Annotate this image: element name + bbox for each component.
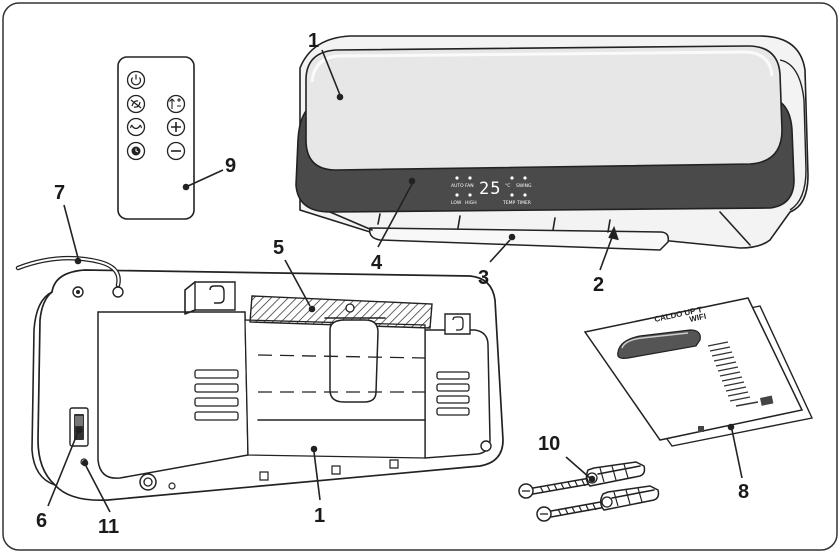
wall-bracket-hatched bbox=[249, 295, 433, 329]
callout-7: 7 bbox=[54, 182, 65, 204]
power-icon bbox=[126, 70, 146, 90]
swing-icon bbox=[126, 117, 146, 137]
mode-auto-label: AUTO bbox=[451, 183, 464, 189]
leader-lines bbox=[47, 49, 743, 513]
back-right-panel bbox=[424, 329, 491, 459]
heater-display: AUTO FAN LOW HIGH 25 °C SWING TEMP TIMER bbox=[451, 176, 532, 206]
callout-2: 2 bbox=[593, 274, 604, 296]
heater-back bbox=[15, 255, 504, 502]
mode-temp-label: TEMP bbox=[502, 200, 515, 206]
callout-11: 11 bbox=[98, 516, 119, 538]
mode-low-label: LOW bbox=[451, 200, 462, 206]
callout-3: 3 bbox=[478, 267, 489, 289]
wall-plugs-and-screws bbox=[518, 461, 660, 522]
callout-6: 6 bbox=[36, 510, 47, 532]
mode-fan-label: FAN bbox=[465, 183, 474, 189]
fan-icon bbox=[126, 94, 146, 114]
instruction-manual: CALDO UP T WIFI bbox=[583, 297, 814, 447]
up-down-icon bbox=[166, 94, 186, 114]
back-vents-right bbox=[436, 371, 470, 416]
minus-icon bbox=[166, 141, 186, 161]
heater-front-glass bbox=[305, 45, 783, 171]
back-vents-left bbox=[194, 369, 239, 421]
heater-front: AUTO FAN LOW HIGH 25 °C SWING TEMP TIMER bbox=[295, 35, 809, 251]
callout-9: 9 bbox=[225, 155, 236, 177]
manual-text-lines bbox=[707, 341, 759, 407]
callout-1-front: 1 bbox=[308, 30, 319, 52]
remote-control bbox=[117, 56, 195, 220]
callout-10: 10 bbox=[538, 433, 560, 455]
manual-heater-image bbox=[617, 329, 701, 359]
callout-1-back: 1 bbox=[314, 505, 325, 527]
mode-high-label: HIGH bbox=[465, 200, 477, 206]
plus-icon bbox=[166, 117, 186, 137]
hanging-hook-left bbox=[184, 281, 236, 315]
back-left-panel bbox=[97, 311, 249, 479]
callout-8: 8 bbox=[738, 481, 749, 503]
mode-swing-label: SWING bbox=[516, 183, 532, 189]
manual-title-line2: WIFI bbox=[689, 312, 707, 324]
center-bracket bbox=[329, 319, 379, 403]
callout-4: 4 bbox=[371, 252, 383, 274]
air-outlet-flap bbox=[368, 227, 670, 251]
temperature-readout: 25 bbox=[479, 179, 501, 199]
hanging-hook-right bbox=[444, 313, 471, 335]
timer-icon bbox=[126, 141, 146, 161]
mode-timer-label: TIMER bbox=[516, 200, 531, 206]
unit-label: °C bbox=[505, 183, 510, 189]
callout-labels: 1 1 2 3 4 5 6 7 8 9 10 11 bbox=[36, 30, 749, 538]
callout-5: 5 bbox=[273, 237, 284, 259]
